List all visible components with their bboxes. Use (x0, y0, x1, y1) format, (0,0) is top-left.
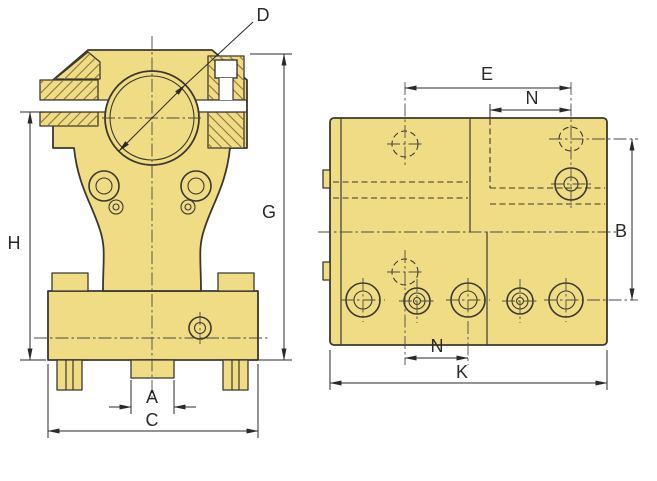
mount-tab-left (56, 359, 83, 391)
bottom-tenon (130, 359, 175, 379)
screw-recess (214, 59, 238, 79)
front-view: D H G A C (8, 5, 292, 438)
pin-hole-left (108, 199, 124, 215)
base-block (47, 290, 259, 361)
dim-leader (184, 21, 254, 86)
dimension-tenon-width: A (109, 380, 196, 414)
dim-label-n-bottom: N (431, 336, 444, 356)
clamp-block-upper-hatch (40, 80, 98, 100)
pin-hole-left-inner (112, 203, 120, 211)
dimension-overall-length: K (329, 350, 608, 390)
dim-label-c: C (146, 410, 159, 430)
screw-boss-lower-hatch (208, 112, 244, 148)
dimension-top-hole-spacing: E (404, 64, 572, 91)
dim-label-n-top: N (526, 88, 539, 108)
dim-label-e: E (481, 64, 493, 84)
dim-line (118, 117, 153, 152)
side-tab-upper (322, 169, 331, 189)
dim-label-d: D (257, 5, 270, 25)
dim-label-b: B (615, 221, 627, 241)
base-boss-left (51, 272, 89, 292)
screw-shaft (219, 78, 233, 100)
side-tab-lower (322, 261, 331, 281)
dim-label-k: K (456, 362, 468, 382)
dimension-base-width: C (47, 364, 259, 438)
side-body (329, 117, 608, 346)
mount-tab-right (222, 359, 249, 391)
dimension-hole-height-spacing: B (615, 138, 635, 301)
dim-label-g: G (262, 202, 276, 222)
centerlines-side (318, 82, 638, 365)
dim-label-h: H (8, 233, 21, 253)
counterbore-right (180, 170, 212, 202)
dimension-bore-diameter: D (118, 5, 270, 152)
base-boss-right (217, 272, 255, 292)
dim-line (151, 84, 186, 119)
dimension-top-offset: N (489, 88, 572, 118)
counterbore-left (88, 170, 120, 202)
dimension-bottom-offset: N (404, 336, 469, 361)
dim-label-a: A (146, 387, 158, 407)
clamp-block-lower-hatch (40, 112, 98, 126)
side-view: E N B N K (318, 64, 638, 390)
counterbore-right-inner (187, 177, 205, 195)
dimension-overall-height: G (250, 53, 292, 361)
pin-hole-right (180, 199, 196, 215)
counterbore-left-inner (95, 177, 113, 195)
clamp-wedge-hatch (55, 52, 100, 79)
pin-hole-right-inner (184, 203, 192, 211)
dimension-height-to-slit: H (8, 111, 46, 361)
